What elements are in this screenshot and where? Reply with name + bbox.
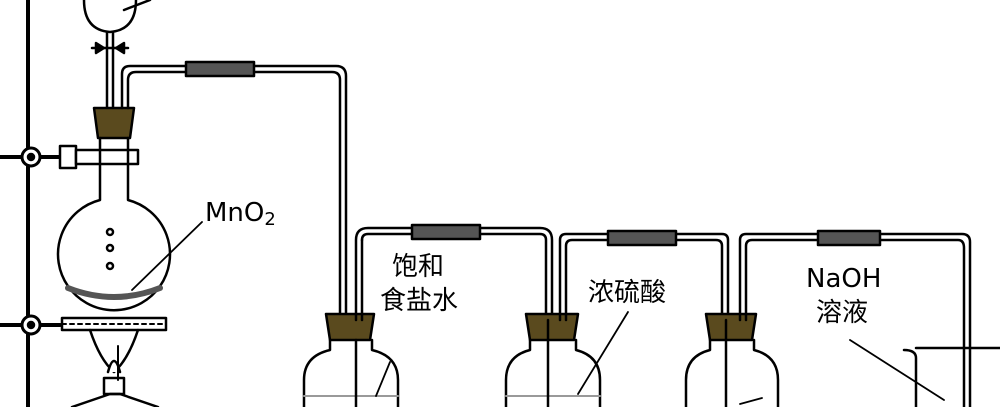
mno2-label: MnO2: [205, 198, 276, 235]
naoh-label-line2: 溶液: [816, 298, 869, 328]
mno2-leader: [131, 221, 203, 291]
round-bottom-flask: [56, 136, 172, 312]
rubber-joint-1: [184, 60, 256, 78]
rubber-joint-3: [606, 229, 678, 247]
separatory-funnel: [82, 0, 152, 110]
wash-bottle-2: [504, 232, 730, 407]
mno2-label-main: MnO: [205, 198, 265, 228]
burner: [60, 316, 168, 407]
wash-bottle-1: [302, 226, 554, 407]
flask-stopper: [92, 106, 136, 140]
brine-label-line1: 饱和: [392, 252, 445, 282]
mno2-label-sub: 2: [264, 209, 276, 230]
sulfuric-acid-label: 浓硫酸: [588, 278, 667, 308]
rubber-joint-4: [816, 229, 882, 247]
beaker: [849, 339, 1000, 407]
iron-stand: [0, 0, 140, 407]
rubber-joint-2: [410, 223, 482, 241]
brine-label-line2: 食盐水: [380, 286, 459, 316]
naoh-label-line1: NaOH: [806, 264, 882, 294]
